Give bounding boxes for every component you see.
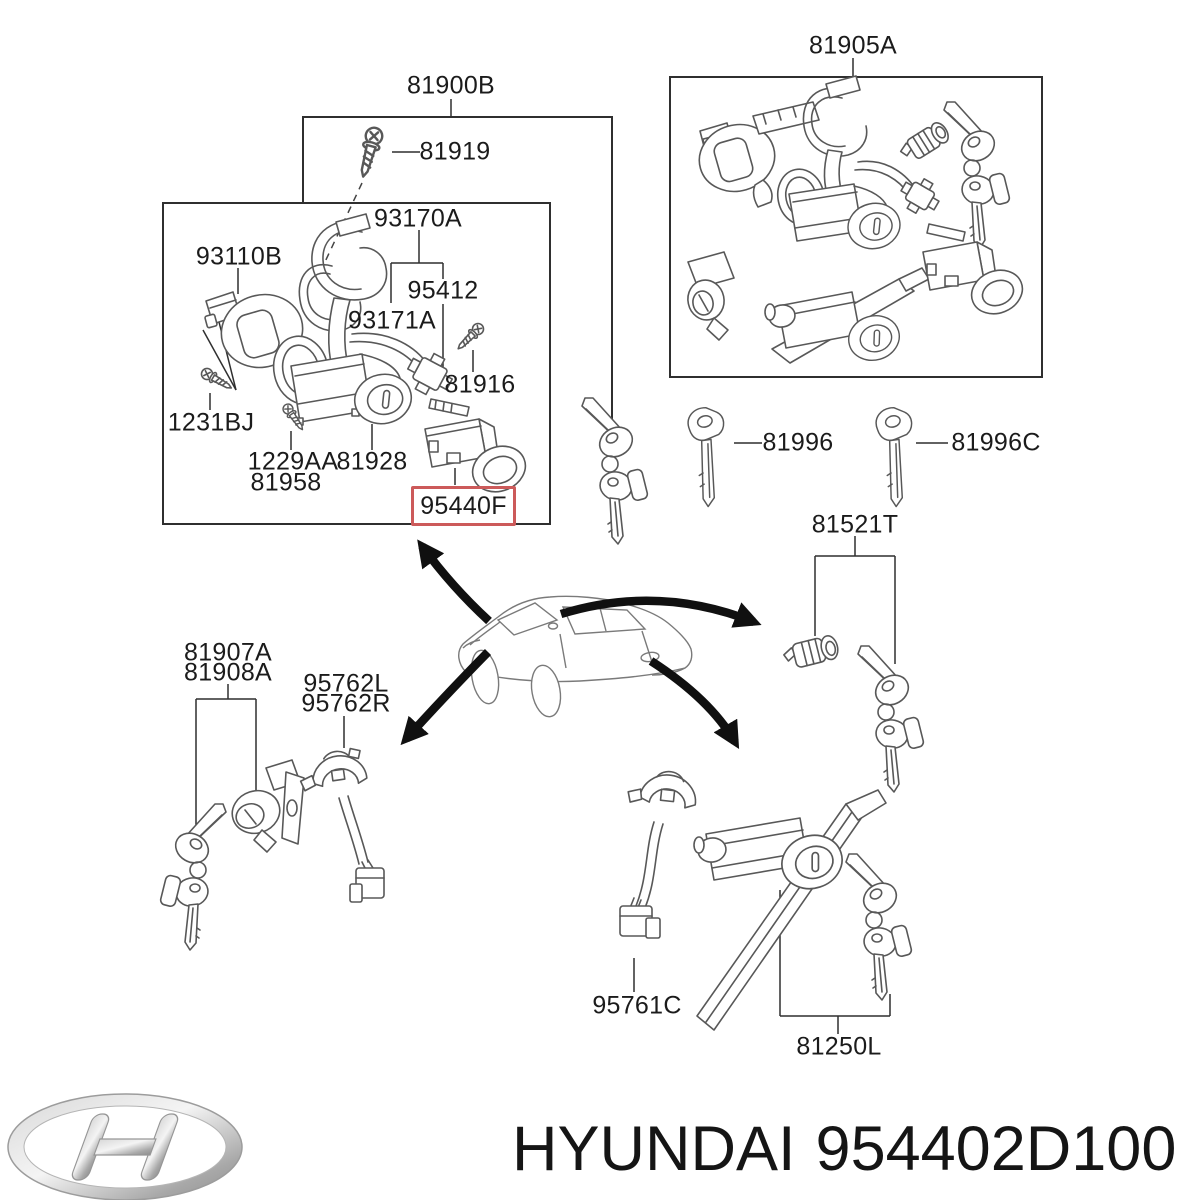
part-95412-ignition-switch: [349, 332, 454, 396]
part-label-93171a: 93171A: [348, 306, 436, 335]
arrow-to-ignition-lock: [417, 539, 492, 625]
leader-lines: [195, 58, 948, 1034]
part-81928-ignition-lock-cylinder: [272, 335, 417, 430]
part-label-93110b: 93110B: [195, 242, 283, 271]
part-label-81996c: 81996C: [951, 428, 1041, 457]
part-81521t-lock-cylinder: [783, 635, 839, 668]
part-1231bj-screw: [198, 365, 235, 394]
car-silhouette: [458, 595, 693, 718]
part-label-93170a: 93170A: [374, 204, 462, 233]
part-label-81919: 81919: [419, 137, 491, 166]
part-label-95440f: 95440F: [420, 491, 507, 520]
group-box-ignition-detail: [162, 202, 551, 525]
part-95761c-trunk-lock-actuator: [619, 770, 697, 939]
arrow-to-glovebox-lock: [559, 596, 762, 628]
direction-arrows: [400, 539, 762, 750]
part-label-95762l: 95762L: [303, 669, 389, 698]
part-label-95762r: 95762R: [301, 689, 391, 718]
part-81996c-key-blank: [869, 405, 914, 508]
part-label-81928: 81928: [336, 447, 408, 476]
part-81905a-trunk-lock: [764, 267, 930, 367]
part-81250l-key-set: [845, 853, 914, 1001]
part-label-81958: 81958: [250, 468, 322, 497]
part-81905a-lock-barrel: [899, 122, 949, 159]
group-box-81900b: [302, 116, 613, 420]
part-81996-key-blank: [681, 405, 726, 508]
part-label-81521t: 81521T: [811, 510, 899, 539]
part-label-95412: 95412: [407, 276, 479, 305]
arrow-to-trunk-lock: [648, 657, 740, 750]
part-95440f-immobilizer-module: [424, 398, 527, 493]
part-95762-door-lock-actuator: [299, 747, 385, 903]
footer-part-number: 954402D100: [815, 1114, 1177, 1184]
part-label-81250l: 81250L: [796, 1032, 882, 1061]
part-label-1231bj: 1231BJ: [167, 408, 255, 437]
part-label-81916: 81916: [444, 370, 516, 399]
part-label-81908a: 81908A: [184, 658, 272, 687]
footer-part-title: HYUNDAI 954402D100: [512, 1113, 1176, 1185]
arrow-to-door-lock: [400, 649, 492, 746]
part-81905a-door-lock: [687, 251, 735, 341]
part-label-81907a: 81907A: [184, 638, 272, 667]
part-81905a-rear-lock: [922, 223, 1024, 315]
part-81919-screw: [353, 124, 386, 180]
part-81907a-key-set: [158, 803, 227, 951]
part-81905a-ignition-assembly: [698, 75, 940, 255]
part-93170a-steering-lock-housing: [298, 213, 388, 369]
highlight-box-95440f: 95440F: [411, 486, 516, 526]
part-label-81996: 81996: [762, 428, 834, 457]
hyundai-logo-icon: [7, 1093, 243, 1200]
part-label-81905a: 81905A: [809, 31, 897, 60]
brand-name: HYUNDAI: [512, 1114, 796, 1184]
part-label-1229aa: 1229AA: [247, 447, 339, 476]
part-label-81900b: 81900B: [407, 71, 495, 100]
part-81907a-door-lock: [231, 759, 305, 853]
part-81916-screw: [453, 320, 487, 354]
part-label-95761c: 95761C: [592, 991, 682, 1020]
part-81521t-key-set: [857, 645, 926, 793]
part-ignition-key-set: [581, 397, 650, 545]
part-81905a-key-set: [943, 101, 1012, 249]
part-81250l-trunk-lock: [693, 789, 887, 1031]
